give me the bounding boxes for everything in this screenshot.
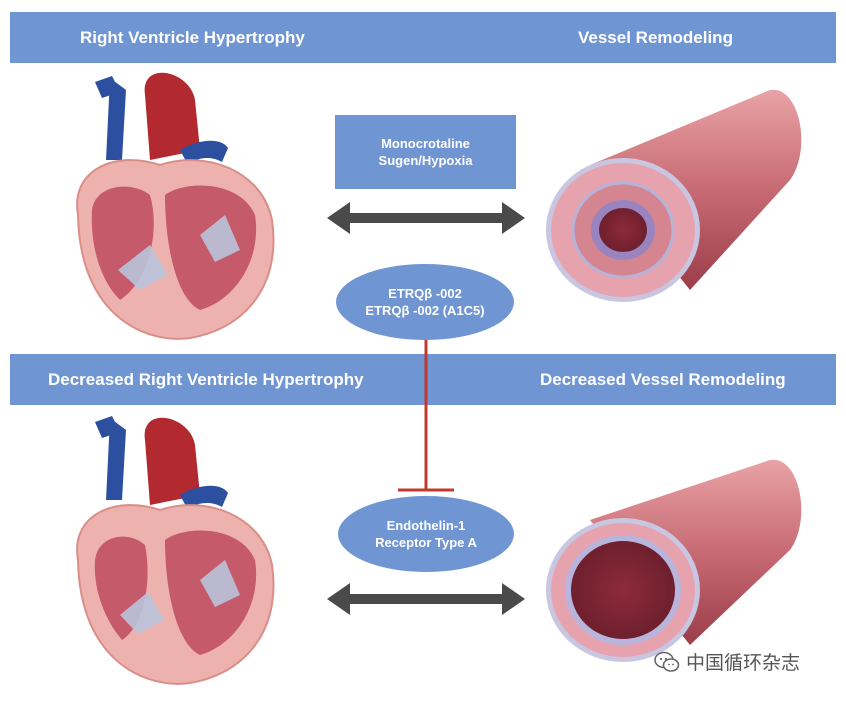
receptor-line-1: Endothelin-1 xyxy=(386,518,466,533)
watermark-text: 中国循环杂志 xyxy=(686,653,801,674)
inducer-line-1: Monocrotaline xyxy=(381,136,470,151)
watermark: 中国循环杂志 xyxy=(654,648,800,675)
vessel-decreased-remodeling-illustration xyxy=(546,459,802,662)
inhibition-line xyxy=(398,338,454,492)
double-arrow-bottom xyxy=(327,583,525,615)
heart-hypertrophy-illustration xyxy=(76,72,275,340)
inducer-box: Monocrotaline Sugen/Hypoxia xyxy=(335,115,516,189)
bottom-right-title: Decreased Vessel Remodeling xyxy=(540,370,786,389)
wechat-icon xyxy=(654,651,680,672)
bottom-left-title: Decreased Right Ventricle Hypertrophy xyxy=(48,370,364,389)
antibody-ellipse: ETRQβ -002 ETRQβ -002 (A1C5) xyxy=(336,264,514,340)
vessel-remodeling-illustration xyxy=(546,89,802,302)
top-header-band: Right Ventricle Hypertrophy Vessel Remod… xyxy=(10,12,836,63)
top-left-title: Right Ventricle Hypertrophy xyxy=(80,28,305,47)
antibody-line-1: ETRQβ -002 xyxy=(388,286,462,301)
receptor-line-2: Receptor Type A xyxy=(375,535,477,550)
heart-decreased-hypertrophy-illustration xyxy=(76,416,275,685)
top-right-title: Vessel Remodeling xyxy=(578,28,733,47)
antibody-line-2: ETRQβ -002 (A1C5) xyxy=(365,303,485,318)
double-arrow-top xyxy=(327,202,525,234)
receptor-ellipse: Endothelin-1 Receptor Type A xyxy=(338,496,514,572)
inducer-line-2: Sugen/Hypoxia xyxy=(378,153,473,168)
bottom-header-band: Decreased Right Ventricle Hypertrophy De… xyxy=(10,354,836,405)
